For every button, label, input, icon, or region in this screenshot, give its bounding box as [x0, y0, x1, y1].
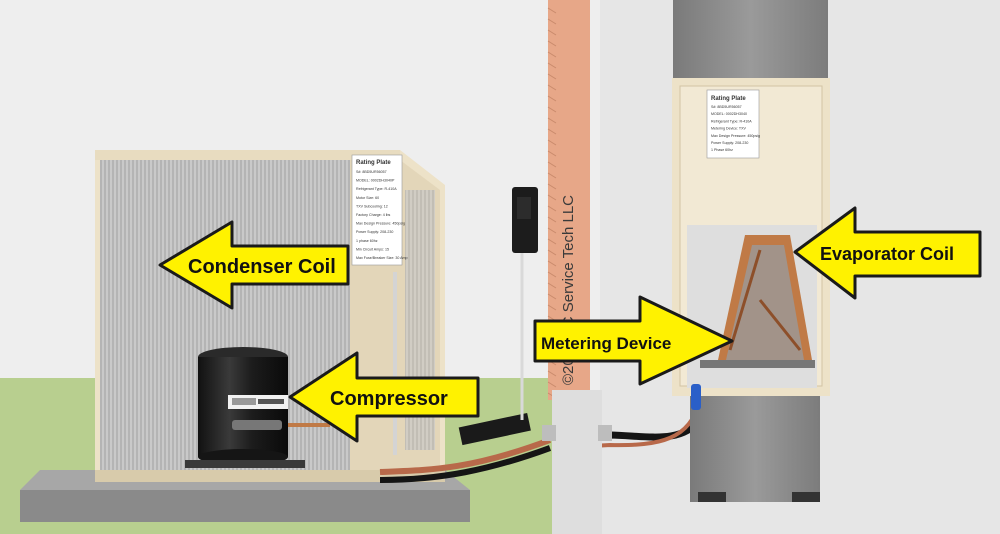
condenser-plate-line: 1 phase 60hz — [356, 239, 378, 243]
wall-siding-tick — [547, 150, 557, 157]
wall-siding-tick — [547, 381, 557, 388]
concrete-pad — [20, 490, 470, 522]
wall-siding-tick — [547, 271, 557, 278]
wall-siding-tick — [547, 183, 557, 190]
air-handler-plate-title: Rating Plate — [711, 96, 746, 102]
air-handler-plate-line: S#: 8BD5UR56057 — [711, 105, 742, 109]
condenser-plate-line: TXV Subcooling: 12 — [356, 204, 388, 208]
wall-siding-tick — [547, 172, 557, 179]
wall-siding-tick — [547, 62, 557, 69]
wall-siding-tick — [547, 7, 557, 14]
wall-siding-tick — [547, 139, 557, 146]
wall-siding-tick — [547, 282, 557, 289]
condenser-plate-line: Power Supply: 208-230 — [356, 230, 393, 234]
condenser-plate-line: Max Design Pressure: 450psig — [356, 222, 405, 226]
wall-siding-tick — [547, 370, 557, 377]
wall-siding-tick — [547, 161, 557, 168]
condenser-coil-arrow: Condenser Coil — [158, 220, 350, 310]
air-handler-plate-line: Refrigerant Type: R-410A — [711, 119, 752, 123]
condenser-plate-title: Rating Plate — [356, 160, 391, 166]
evaporator-coil-arrow: Evaporator Coil — [793, 206, 982, 300]
wall-siding-tick — [547, 249, 557, 256]
air-handler-plate-line: Max Design Pressure: 450psig — [711, 134, 760, 138]
condenser-plate-line: Motor Size: 60 — [356, 196, 379, 200]
wall-siding-tick — [547, 205, 557, 212]
wall-siding-tick — [547, 238, 557, 245]
wall-siding-tick — [547, 117, 557, 124]
compressor-arrow: Compressor — [288, 351, 480, 443]
condenser-plate-line: Refrigerant Type: R-410A — [356, 187, 397, 191]
wall-siding-tick — [547, 29, 557, 36]
wall-siding-tick — [547, 40, 557, 47]
air-handler-plate-line: 1 Phase 60hz — [711, 148, 733, 152]
wall-siding-tick — [547, 227, 557, 234]
wall-siding-tick — [547, 84, 557, 91]
wall-siding-tick — [547, 260, 557, 267]
condenser-coil-label: Condenser Coil — [188, 256, 336, 278]
air-handler-plate-line: Power Supply: 208-230 — [711, 141, 748, 145]
wall-siding-tick — [547, 18, 557, 25]
wall-siding-tick — [547, 106, 557, 113]
condenser-plate-line: MODEL: 0002DH3040P — [356, 179, 395, 183]
wall-siding-tick — [547, 95, 557, 102]
disconnect-box — [512, 187, 538, 420]
wall-siding-tick — [547, 73, 557, 80]
wall-siding-tick — [547, 51, 557, 58]
condenser-plate-line: S#: 8BD5UR56057 — [356, 170, 387, 174]
condenser-plate-line: Factory Charge: 4 lbs — [356, 213, 391, 217]
compressor-label: Compressor — [330, 388, 448, 410]
evaporator-coil-label: Evaporator Coil — [820, 244, 954, 264]
compressor-unit — [185, 347, 330, 468]
metering-device-arrow: Metering Device — [533, 295, 734, 386]
wall-siding-tick — [547, 194, 557, 201]
wall-siding-tick — [547, 304, 557, 311]
wall-siding-tick — [547, 128, 557, 135]
refrigerant-line-set — [379, 339, 709, 483]
air-handler-plate-line: MODEL: 0002DH3040 — [711, 112, 747, 116]
condenser-plate-line: Min Circuit Amps: 15 — [356, 247, 389, 251]
metering-device-label: Metering Device — [541, 334, 671, 353]
wall-siding-tick — [547, 293, 557, 300]
wall-siding-tick — [547, 216, 557, 223]
air-handler-plate-line: Metering Device: TXV — [711, 127, 746, 131]
condenser-plate-line: Max Fuse/Breaker Size: 30 Amp — [356, 256, 408, 260]
